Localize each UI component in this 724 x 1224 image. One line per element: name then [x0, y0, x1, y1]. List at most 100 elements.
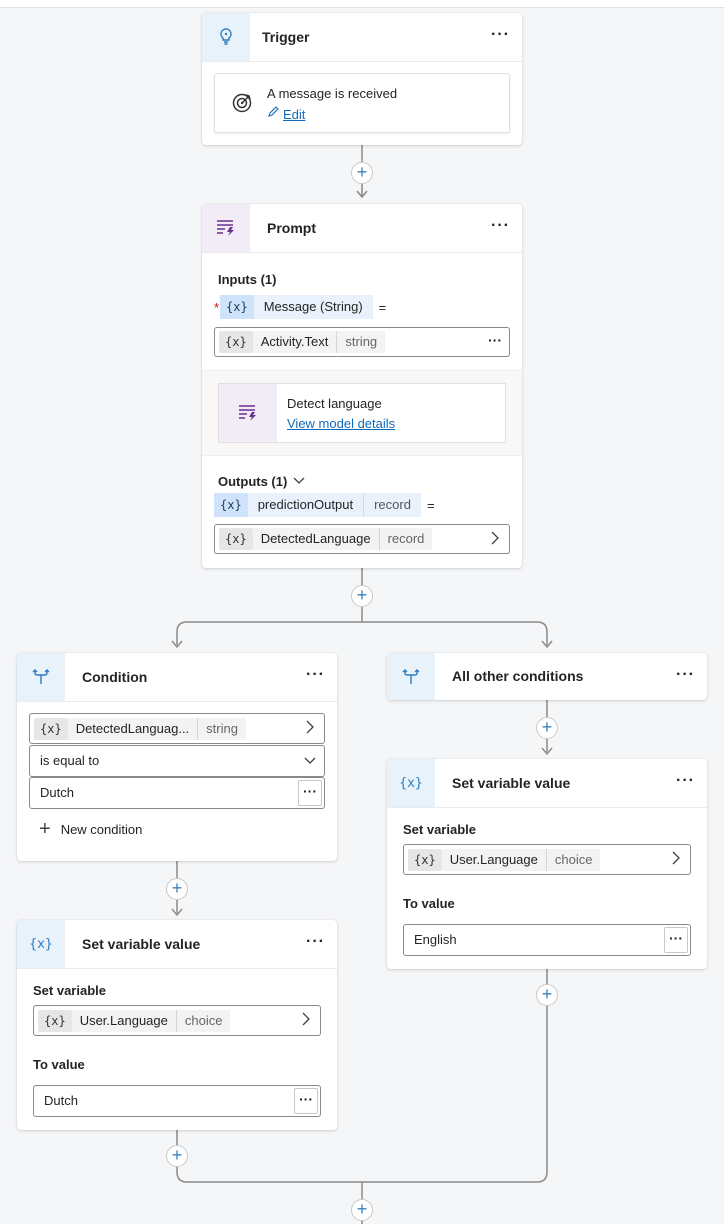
trigger-event-box[interactable]: A message is received Edit: [214, 73, 510, 133]
trigger-edit-link[interactable]: Edit: [267, 105, 305, 123]
add-step-button-2[interactable]: +: [351, 585, 373, 607]
other-conditions-header: All other conditions ···: [387, 653, 707, 700]
prompt-title: Prompt: [267, 220, 316, 236]
output-value-field[interactable]: {x} DetectedLanguage record: [214, 524, 510, 554]
input-value-type: string: [336, 331, 386, 353]
set-variable-label-right: Set variable: [403, 822, 476, 837]
condition-var-type: string: [197, 717, 246, 740]
condition-var-name: DetectedLanguag...: [67, 717, 198, 740]
chevron-right-icon[interactable]: [306, 720, 314, 737]
inputs-label: Inputs (1): [218, 272, 277, 287]
edit-link-label[interactable]: Edit: [283, 106, 306, 122]
trigger-title: Trigger: [262, 29, 310, 45]
set-variable-field-right[interactable]: {x} User.Language choice: [403, 844, 691, 875]
target-icon: [231, 92, 253, 119]
output-value-type: record: [378, 528, 433, 550]
variable-icon: {x}: [17, 920, 65, 968]
outputs-label: Outputs (1): [218, 473, 288, 489]
view-model-details-link[interactable]: View model details: [287, 416, 396, 431]
set-variable-header-left: {x} Set variable value ···: [17, 920, 337, 969]
condition-variable-field[interactable]: {x} DetectedLanguag... string: [29, 713, 325, 744]
input-var-badge: {x}: [220, 295, 254, 319]
input-value-name: Activity.Text: [252, 331, 337, 353]
input-value-badge: {x}: [219, 331, 253, 353]
add-step-button-1[interactable]: +: [351, 162, 373, 184]
chevron-right-icon[interactable]: [491, 531, 499, 548]
set-variable-card-right[interactable]: {x} Set variable value ··· Set variable …: [387, 759, 707, 969]
prompt-icon: [202, 204, 250, 252]
to-value-input-right[interactable]: English ···: [403, 924, 691, 956]
trigger-header: Trigger ···: [202, 13, 522, 62]
condition-card[interactable]: Condition ··· {x} DetectedLanguag... str…: [17, 653, 337, 861]
operator-value: is equal to: [40, 753, 100, 768]
add-step-button-final[interactable]: +: [351, 1199, 373, 1221]
condition-title: Condition: [82, 669, 148, 685]
to-value-right: English: [414, 932, 457, 947]
outputs-toggle[interactable]: Outputs (1): [218, 472, 305, 490]
trigger-card[interactable]: Trigger ··· A message is received Edit: [202, 13, 522, 145]
condition-more-button[interactable]: ···: [306, 666, 325, 683]
output-value-badge: {x}: [219, 528, 253, 550]
branch-icon: [17, 653, 65, 701]
set-variable-header-right: {x} Set variable value ···: [387, 759, 707, 808]
new-condition-button[interactable]: + New condition: [39, 818, 143, 840]
model-section: Detect language View model details: [202, 370, 522, 456]
new-condition-label: New condition: [60, 821, 143, 837]
to-value-label-right: To value: [403, 896, 455, 911]
model-icon: [219, 384, 277, 442]
output-param-type: record: [363, 493, 421, 517]
output-parameter-chip: {x} predictionOutput record =: [214, 493, 435, 517]
output-var-badge: {x}: [214, 493, 248, 517]
trigger-event-text: A message is received: [267, 86, 398, 101]
output-param-name: predictionOutput: [247, 493, 364, 517]
branch-icon: [387, 653, 435, 700]
chevron-right-icon[interactable]: [302, 1012, 310, 1029]
set-var-badge-right: {x}: [408, 848, 442, 871]
set-var-name-left: User.Language: [71, 1009, 176, 1032]
set-variable-title-right: Set variable value: [452, 775, 571, 791]
prompt-more-button[interactable]: ···: [491, 217, 510, 234]
add-step-button-right[interactable]: +: [536, 717, 558, 739]
plus-icon: +: [39, 818, 51, 840]
model-name: Detect language: [287, 396, 382, 411]
chevron-down-icon: [293, 472, 305, 490]
top-divider: [0, 0, 724, 8]
to-value-left: Dutch: [44, 1093, 78, 1108]
output-value-name: DetectedLanguage: [252, 528, 379, 550]
input-param-name: Message (String): [253, 295, 373, 319]
set-variable-more-button-left[interactable]: ···: [306, 933, 325, 950]
to-value-label-left: To value: [33, 1057, 85, 1072]
input-value-more-button[interactable]: ···: [488, 332, 502, 348]
condition-value-input[interactable]: Dutch ···: [29, 777, 325, 809]
other-conditions-more-button[interactable]: ···: [676, 666, 695, 683]
condition-var-badge: {x}: [34, 717, 68, 740]
input-equals: =: [378, 299, 387, 315]
set-var-name-right: User.Language: [441, 848, 546, 871]
chevron-down-icon: [304, 746, 316, 776]
set-variable-title-left: Set variable value: [82, 936, 201, 952]
other-conditions-card[interactable]: All other conditions ···: [387, 653, 707, 700]
add-step-button-3[interactable]: +: [166, 878, 188, 900]
condition-header: Condition ···: [17, 653, 337, 702]
trigger-more-button[interactable]: ···: [491, 26, 510, 43]
input-parameter-chip: {x} Message (String) =: [220, 295, 386, 319]
condition-value-more-button[interactable]: ···: [298, 780, 322, 806]
set-var-type-left: choice: [175, 1009, 231, 1032]
add-step-button-right-bottom[interactable]: +: [536, 984, 558, 1006]
to-value-more-button-left[interactable]: ···: [294, 1088, 318, 1114]
model-box[interactable]: Detect language View model details: [218, 383, 506, 443]
set-variable-field-left[interactable]: {x} User.Language choice: [33, 1005, 321, 1036]
to-value-more-button-right[interactable]: ···: [664, 927, 688, 953]
set-variable-card-left[interactable]: {x} Set variable value ··· Set variable …: [17, 920, 337, 1130]
prompt-card[interactable]: Prompt ··· Inputs (1) * {x} Message (Str…: [202, 204, 522, 568]
set-variable-more-button-right[interactable]: ···: [676, 772, 695, 789]
prompt-header: Prompt ···: [202, 204, 522, 253]
to-value-input-left[interactable]: Dutch ···: [33, 1085, 321, 1117]
add-step-button-left-bottom[interactable]: +: [166, 1145, 188, 1167]
input-value-field[interactable]: {x} Activity.Text string ···: [214, 327, 510, 357]
chevron-right-icon[interactable]: [672, 851, 680, 868]
variable-icon: {x}: [387, 759, 435, 807]
set-variable-label-left: Set variable: [33, 983, 106, 998]
pencil-icon: [267, 105, 280, 123]
condition-operator-select[interactable]: is equal to: [29, 745, 325, 777]
